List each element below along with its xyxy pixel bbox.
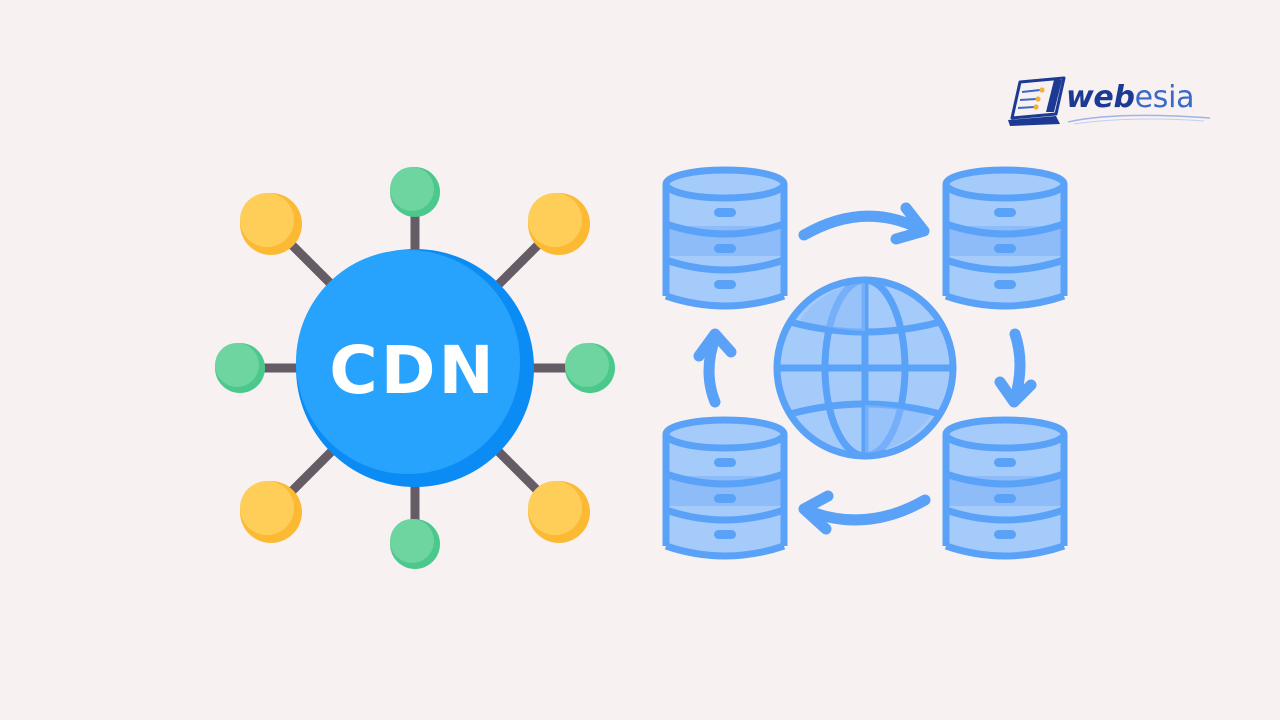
brand-name-part1: web	[1066, 80, 1135, 115]
node-top-right	[528, 193, 590, 255]
laptop-logo-icon	[1008, 76, 1066, 126]
globe-icon	[773, 276, 957, 460]
brand-logo: webesia	[1006, 74, 1216, 132]
node-bottom-left	[240, 481, 302, 543]
sync-arrow-icon	[798, 202, 930, 245]
database-server-bottom-left	[666, 420, 784, 556]
cdn-hub-label: CDN	[329, 332, 496, 409]
node-left	[215, 343, 265, 393]
sync-arrows	[693, 202, 1037, 535]
database-server-icon	[666, 170, 784, 306]
database-server-bottom-right	[946, 420, 1064, 556]
brand-swoosh	[1067, 114, 1211, 125]
database-server-icon	[946, 170, 1064, 306]
database-server-icon	[666, 420, 784, 556]
cdn-network-icon: CDN	[215, 167, 615, 569]
brand-name-part2: esia	[1134, 80, 1195, 115]
sync-arrow-icon	[798, 490, 931, 535]
database-server-icon	[946, 420, 1064, 556]
sync-arrow-icon	[693, 328, 737, 408]
node-top-left	[240, 193, 302, 255]
database-server-top-left	[666, 170, 784, 306]
node-top	[390, 167, 440, 217]
brand-wordmark: webesia	[1066, 80, 1195, 116]
cdn-hub: CDN	[296, 249, 534, 487]
database-server-top-right	[946, 170, 1064, 306]
node-bottom	[390, 519, 440, 569]
node-bottom-right	[528, 481, 590, 543]
sync-arrow-icon	[994, 328, 1037, 408]
node-right	[565, 343, 615, 393]
